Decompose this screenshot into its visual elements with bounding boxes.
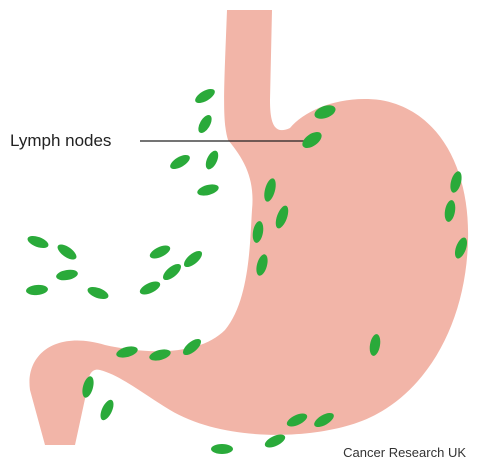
lymph-node (86, 285, 110, 302)
lymph-node (98, 398, 116, 422)
lymph-node (196, 113, 215, 135)
lymph-node (26, 234, 50, 251)
lymph-node (211, 444, 233, 454)
lymph-node (160, 261, 183, 283)
lymph-nodes-label: Lymph nodes (10, 131, 111, 151)
lymph-node (193, 86, 217, 106)
lymph-node (196, 182, 220, 197)
lymph-node (55, 242, 79, 263)
stomach-shape (29, 10, 468, 445)
lymph-node (203, 149, 221, 171)
lymph-node (26, 284, 49, 296)
lymph-node (148, 243, 172, 261)
lymph-node (181, 248, 204, 270)
lymph-node (168, 152, 192, 172)
lymph-node (138, 279, 162, 297)
credit-text: Cancer Research UK (343, 445, 466, 460)
lymph-node (55, 268, 78, 282)
